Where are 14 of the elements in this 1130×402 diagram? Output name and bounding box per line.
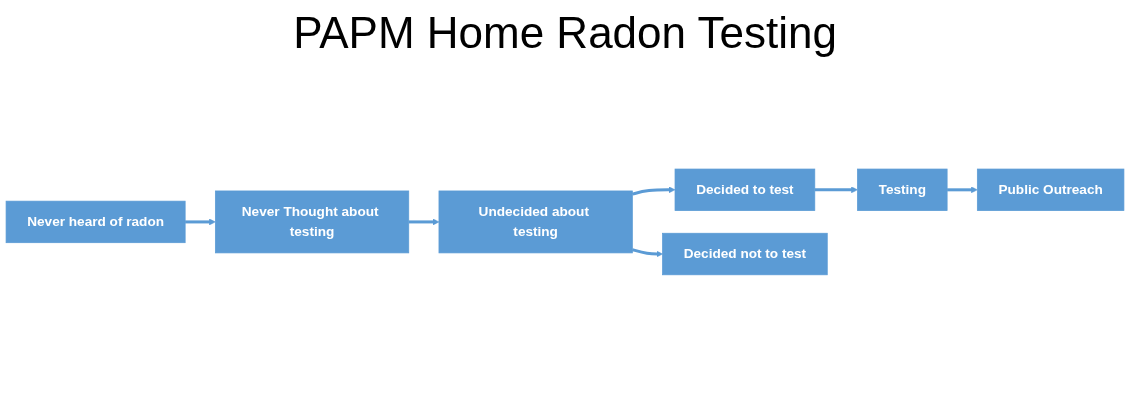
node-box: Public Outreach [976,168,1125,212]
node-box: Never heard of radon [5,200,186,244]
node-box: Decided not to test [662,232,828,276]
arrow [947,186,978,194]
arrow [185,218,216,226]
arrow [631,186,676,196]
node-box: Decided to test [674,168,816,212]
node-box: Undecided about testing [438,190,633,254]
arrow [631,248,663,258]
node-box: Never Thought about testing [215,190,410,254]
diagram-title: PAPM Home Radon Testing [292,8,838,58]
arrow [814,186,858,194]
node-box: Testing [857,168,948,212]
arrow [408,218,440,226]
